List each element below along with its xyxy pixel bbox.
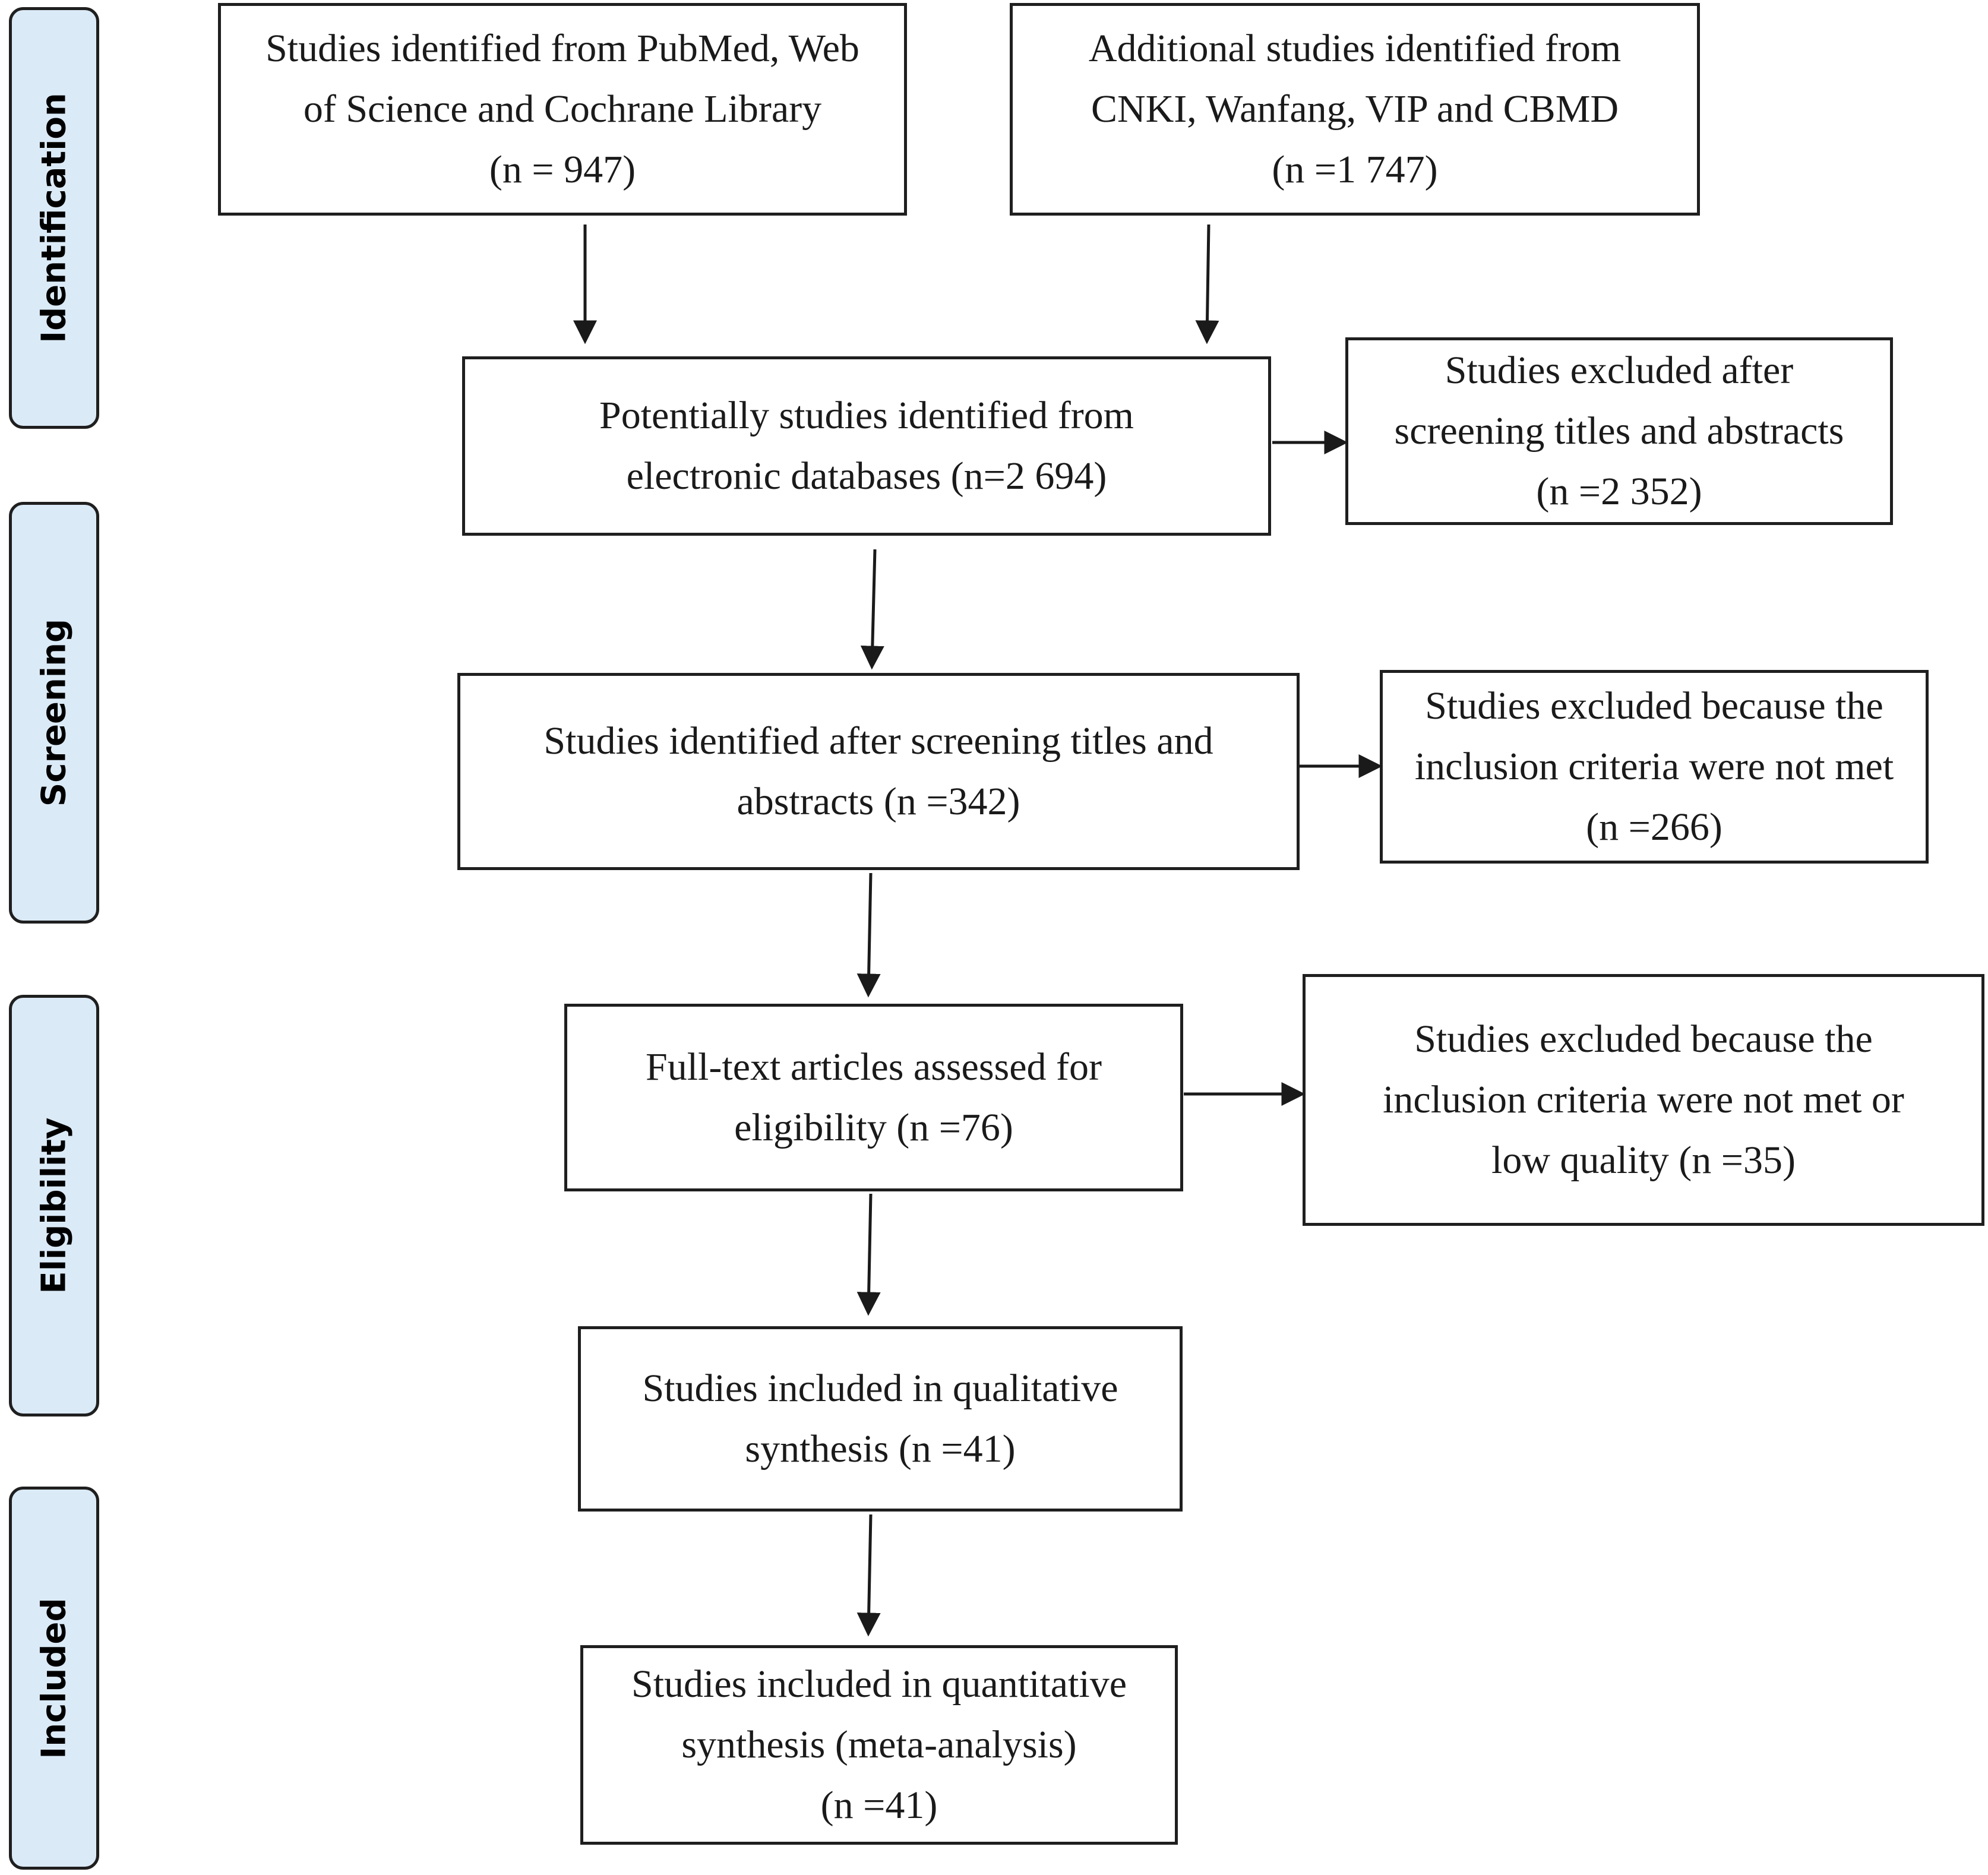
potential-studies-line1: Potentially studies identified from	[599, 393, 1134, 437]
after-screening-box: Studies identified after screening title…	[457, 673, 1300, 870]
pubmed-sources-line1: Studies identified from PubMed, Web	[266, 26, 859, 70]
potential-studies-line2: electronic databases (n=2 694)	[626, 454, 1107, 498]
excluded-criteria-count: (n =266)	[1586, 805, 1722, 849]
after-screening-line2: abstracts (n =342)	[737, 780, 1020, 823]
qualitative-line1: Studies included in qualitative	[642, 1366, 1118, 1410]
chinese-sources-line1: Additional studies identified from	[1088, 26, 1622, 70]
pubmed-sources-box: Studies identified from PubMed, Web of S…	[218, 3, 907, 216]
chinese-sources-count: (n =1 747)	[1272, 148, 1438, 192]
arrow-qualitative-to-quantitative	[856, 1514, 881, 1637]
excluded-screening-box: Studies excluded after screening titles …	[1345, 337, 1893, 525]
full-text-line2: eligibility (n =76)	[734, 1106, 1013, 1149]
excluded-criteria-line1: Studies excluded because the	[1425, 684, 1883, 728]
quantitative-line2: synthesis (meta-analysis)	[681, 1722, 1077, 1766]
arrow-fulltext-to-qualitative	[856, 1193, 881, 1316]
full-text-box: Full-text articles assessed for eligibil…	[564, 1004, 1183, 1191]
phase-screening: Screening	[9, 502, 99, 924]
qualitative-line2: synthesis (n =41)	[745, 1427, 1016, 1471]
full-text-line1: Full-text articles assessed for	[646, 1045, 1102, 1089]
phase-included: Included	[9, 1487, 99, 1870]
quantitative-line1: Studies included in quantitative	[631, 1662, 1127, 1706]
phase-eligibility: Eligibility	[9, 995, 99, 1416]
excluded-quality-line1: Studies excluded because the	[1414, 1017, 1873, 1061]
quantitative-synthesis-box: Studies included in quantitative synthes…	[580, 1645, 1178, 1845]
qualitative-synthesis-box: Studies included in qualitative synthesi…	[578, 1326, 1183, 1512]
excluded-quality-line2: inclusion criteria were not met or	[1383, 1077, 1904, 1121]
excluded-screening-count: (n =2 352)	[1536, 470, 1702, 514]
excluded-screening-line1: Studies excluded after	[1445, 348, 1794, 392]
arrow-chinese-to-potential	[1195, 224, 1219, 344]
excluded-quality-box: Studies excluded because the inclusion c…	[1303, 974, 1984, 1226]
pubmed-sources-count: (n = 947)	[489, 148, 636, 192]
after-screening-line1: Studies identified after screening title…	[543, 719, 1213, 763]
excluded-criteria-box: Studies excluded because the inclusion c…	[1380, 670, 1929, 864]
pubmed-sources-line2: of Science and Cochrane Library	[303, 87, 822, 131]
phase-identification: Identification	[9, 7, 99, 429]
excluded-criteria-line2: inclusion criteria were not met	[1414, 744, 1894, 788]
arrow-potential-to-screening	[860, 549, 884, 670]
excluded-screening-line2: screening titles and abstracts	[1394, 409, 1844, 453]
excluded-quality-line3: low quality (n =35)	[1491, 1139, 1796, 1182]
arrow-screening-to-fulltext	[856, 872, 881, 998]
quantitative-count: (n =41)	[820, 1784, 938, 1827]
potential-studies-box: Potentially studies identified from elec…	[462, 356, 1271, 536]
chinese-sources-box: Additional studies identified from CNKI,…	[1010, 3, 1700, 216]
chinese-sources-line2: CNKI, Wanfang, VIP and CBMD	[1091, 87, 1619, 131]
